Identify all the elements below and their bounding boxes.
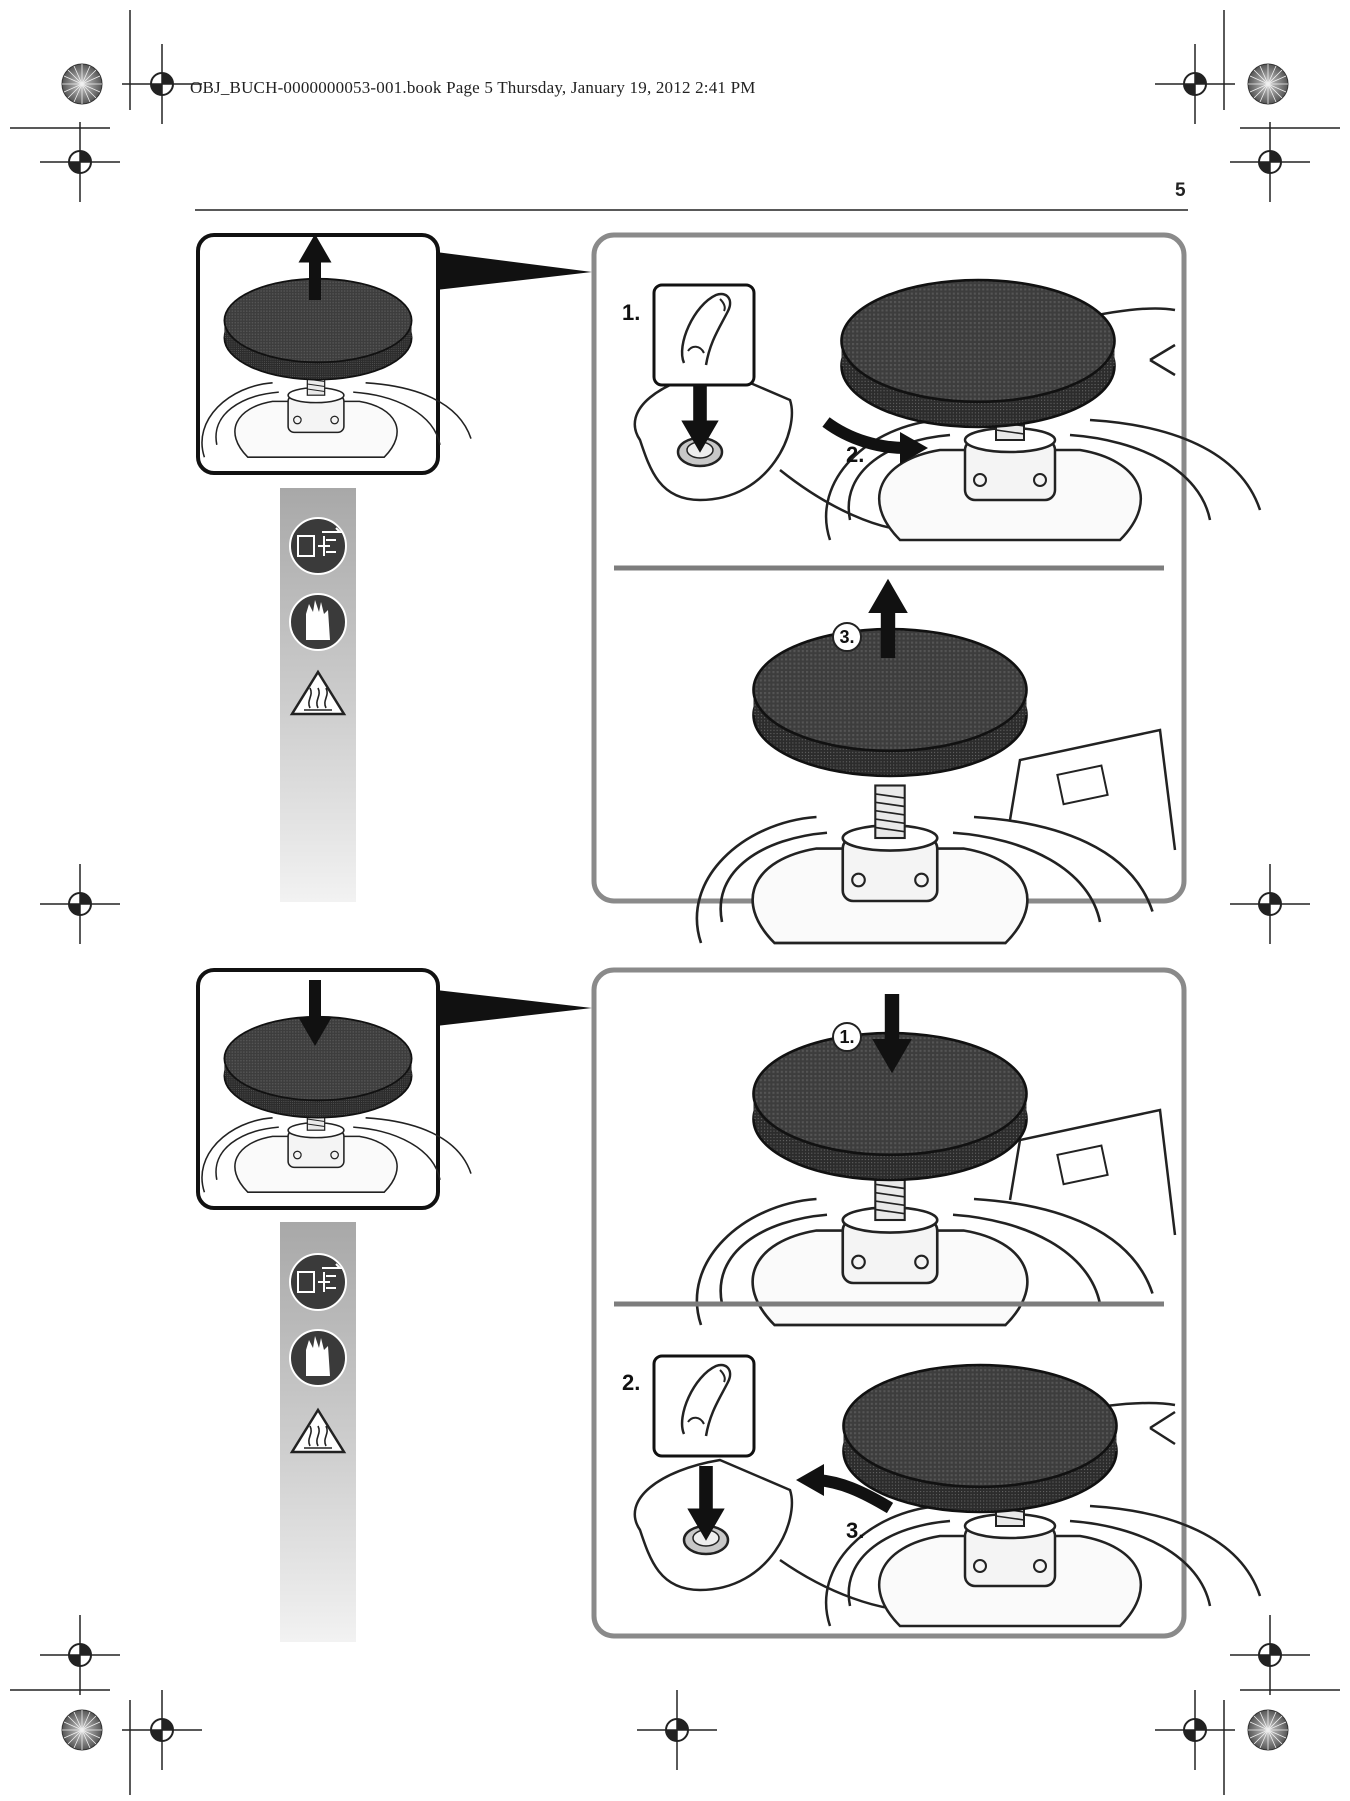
rotate-arrow-icon: [796, 1464, 824, 1496]
gloves-icon: [289, 593, 347, 651]
thumbnail-remove: [196, 233, 592, 475]
step-place-pad: [695, 994, 1177, 1327]
step-rotate-pad: [822, 278, 1262, 542]
gloves-icon: [289, 1329, 347, 1387]
step-lift-pad: [695, 578, 1177, 945]
safety-sidebar-remove: [280, 488, 356, 902]
unplug-icon: [289, 1253, 347, 1311]
step-rotate-pad: [796, 1363, 1262, 1628]
step-label-3: 3.: [846, 1518, 865, 1543]
step-label-2: 2.: [622, 1370, 641, 1395]
page-number: 5: [1175, 180, 1186, 201]
hot-surface-warning-icon: [289, 1407, 347, 1454]
section-remove-pad: [196, 232, 1262, 945]
hot-surface-warning-icon: [289, 669, 347, 716]
step-label-1: 1.: [622, 300, 641, 325]
thumbnail-attach: [196, 968, 592, 1210]
step-label-2: 2.: [846, 442, 865, 467]
print-registration-marks: [10, 10, 1340, 1795]
step-badge-3: 3.: [832, 622, 862, 652]
step-badge-1: 1.: [832, 1022, 862, 1052]
safety-sidebar-attach: [280, 1222, 356, 1642]
rotate-arrow-icon: [900, 432, 928, 464]
unplug-icon: [289, 517, 347, 575]
book-info-header: OBJ_BUCH-0000000053-001.book Page 5 Thur…: [190, 78, 756, 97]
section-attach-pad: [196, 967, 1262, 1642]
